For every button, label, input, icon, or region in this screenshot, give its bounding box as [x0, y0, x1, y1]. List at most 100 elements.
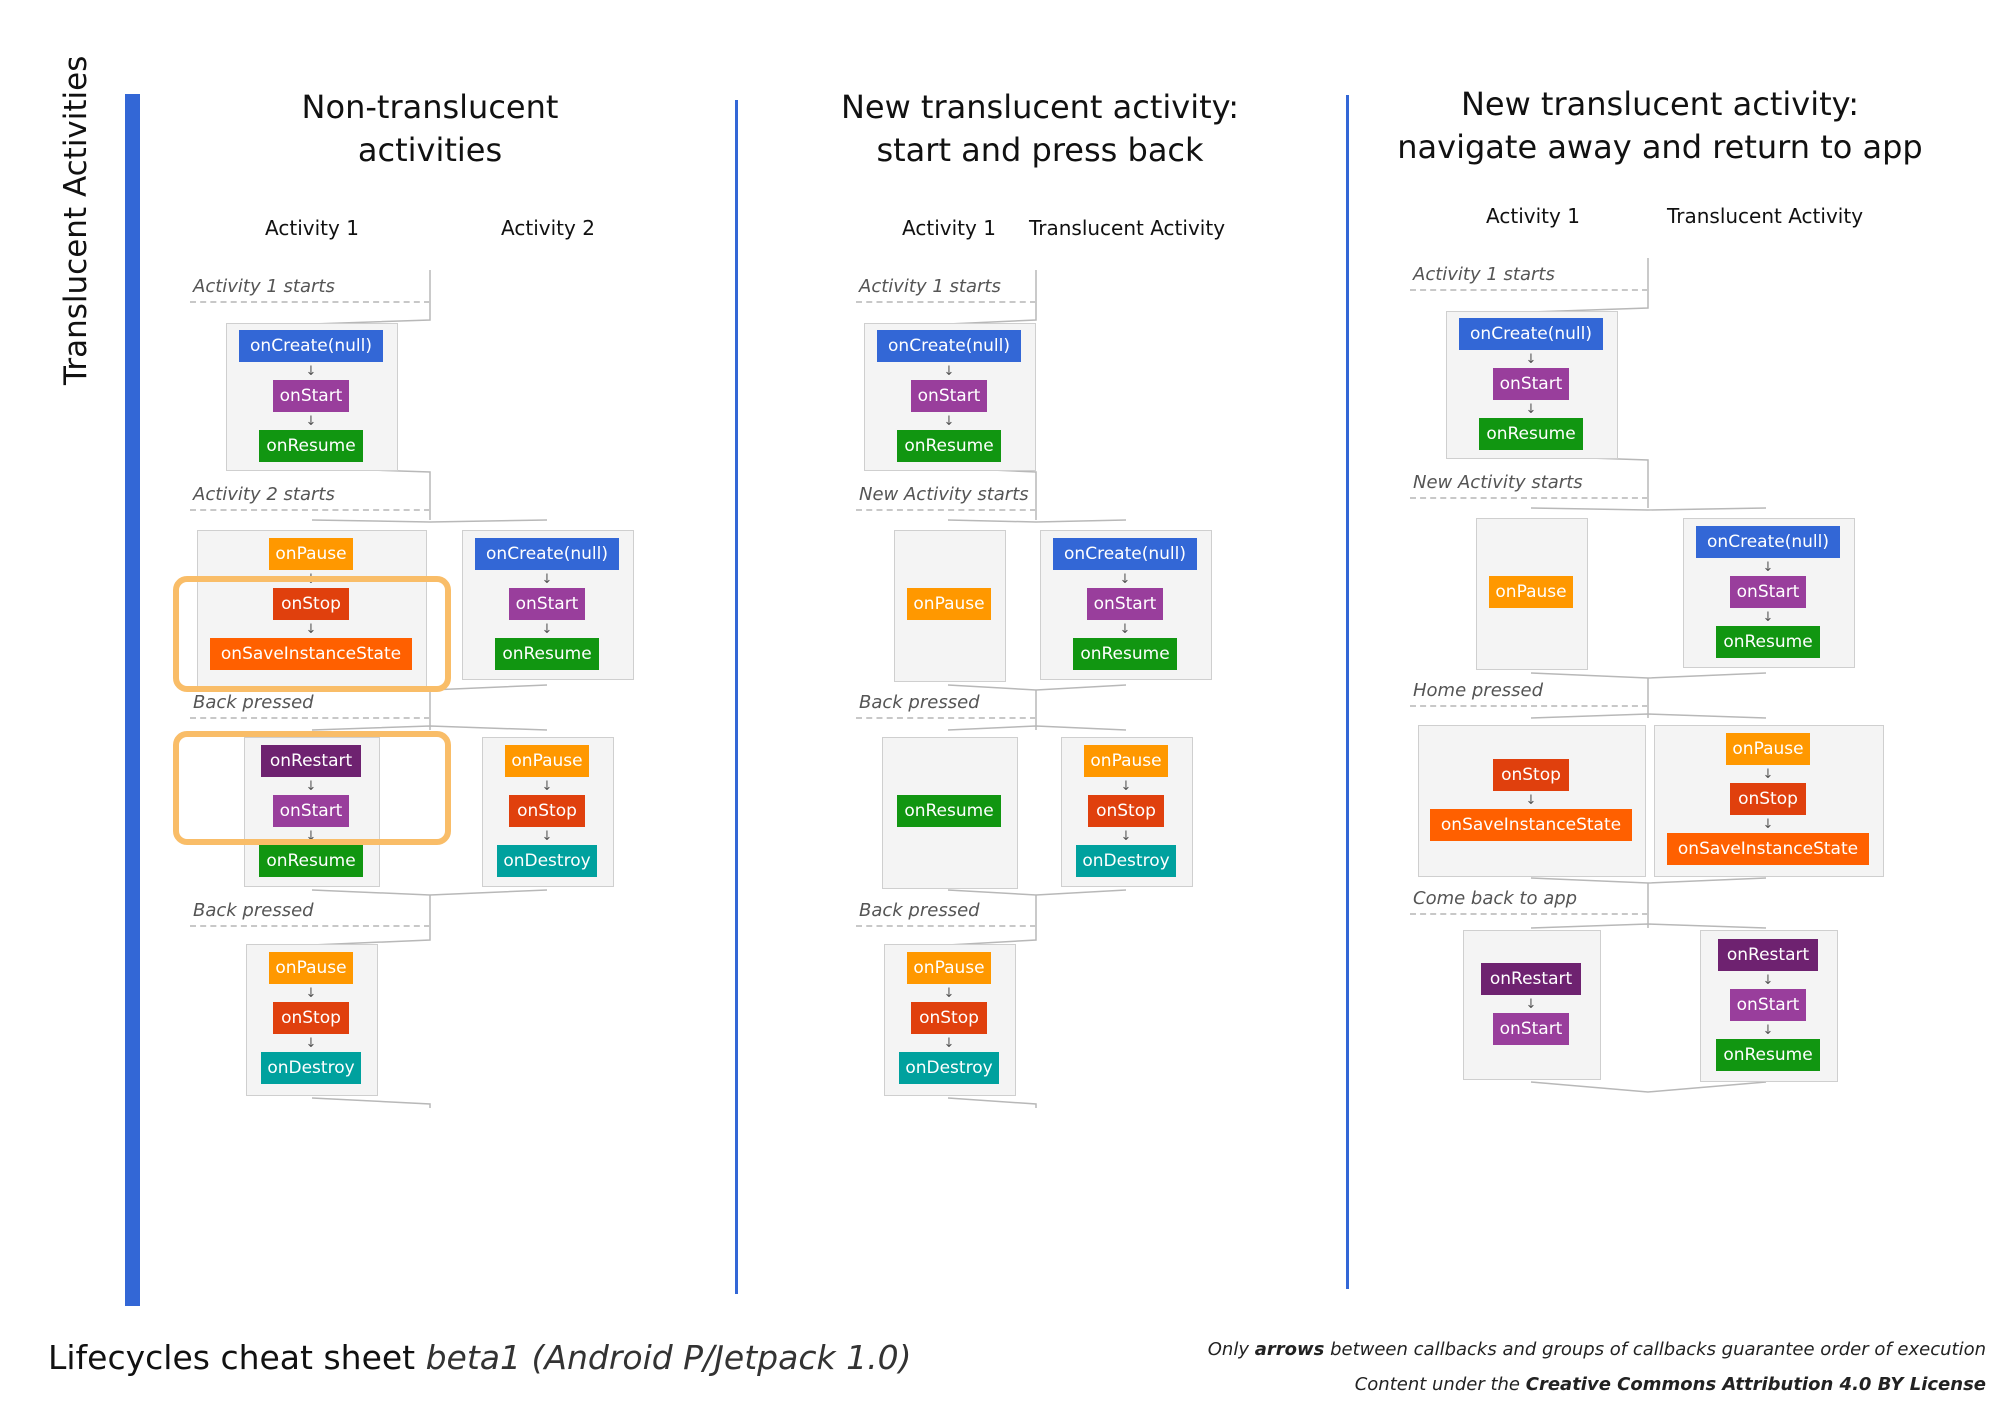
stage-label-s2-3: Back pressed — [859, 692, 980, 713]
callback-onstart: onStart — [1730, 989, 1806, 1021]
callback-onstart: onStart — [509, 588, 585, 620]
down-arrow-icon: ↓ — [541, 572, 553, 587]
callback-onresume: onResume — [1716, 1039, 1820, 1071]
down-arrow-icon: ↓ — [541, 622, 553, 637]
callback-onpause: onPause — [907, 588, 991, 620]
callback-oncreate: onCreate(null) — [1696, 526, 1840, 558]
stage-line — [1410, 705, 1648, 707]
callback-onstop: onStop — [911, 1002, 987, 1034]
footer-note-order: Only arrows between callbacks and groups… — [1208, 1339, 1986, 1360]
col-head-s1-activity2: Activity 2 — [501, 216, 595, 240]
down-arrow-icon: ↓ — [943, 364, 955, 379]
stage-label-s1-1: Activity 1 starts — [193, 276, 335, 297]
stage-line — [1410, 289, 1648, 291]
section-title-1: Non-translucent activities — [230, 86, 630, 172]
section-title-3: New translucent activity: navigate away … — [1380, 83, 1940, 169]
stage-label-s1-4: Back pressed — [193, 900, 314, 921]
highlight-frame — [173, 731, 451, 845]
callback-onstop: onStop — [1730, 783, 1806, 815]
callback-onpause: onPause — [1726, 733, 1810, 765]
callback-oncreate: onCreate(null) — [1459, 318, 1603, 350]
callback-onstart: onStart — [1730, 576, 1806, 608]
down-arrow-icon: ↓ — [943, 1036, 955, 1051]
section-title-3-line1: New translucent activity: — [1460, 85, 1860, 123]
callback-onstart: onStart — [1493, 1013, 1569, 1045]
section-divider-2 — [1346, 95, 1349, 1289]
stage-label-s2-4: Back pressed — [859, 900, 980, 921]
section-title-2-line1: New translucent activity: — [840, 88, 1240, 126]
down-arrow-icon: ↓ — [541, 829, 553, 844]
stage-line — [1410, 497, 1648, 499]
callback-onresume: onResume — [897, 795, 1001, 827]
stage-label-s2-1: Activity 1 starts — [859, 276, 1001, 297]
callback-ondestroy: onDestroy — [261, 1052, 361, 1084]
down-arrow-icon: ↓ — [1525, 352, 1537, 367]
down-arrow-icon: ↓ — [305, 986, 317, 1001]
callback-onstart: onStart — [1087, 588, 1163, 620]
col-head-s2-translucent: Translucent Activity — [1028, 216, 1226, 240]
callback-group — [1418, 725, 1646, 877]
down-arrow-icon: ↓ — [1762, 610, 1774, 625]
section-title-1-line1: Non-translucent — [301, 88, 559, 126]
callback-onstart: onStart — [911, 380, 987, 412]
callback-onstart: onStart — [1493, 368, 1569, 400]
footer-title-main: Lifecycles cheat sheet — [48, 1338, 416, 1377]
footer-title-subtitle: beta1 (Android P/Jetpack 1.0) — [425, 1338, 912, 1377]
callback-onstart: onStart — [273, 795, 349, 827]
section-title-2-line2: start and press back — [876, 131, 1204, 169]
callback-oncreate: onCreate(null) — [475, 538, 619, 570]
down-arrow-icon: ↓ — [305, 829, 317, 844]
stage-line — [1410, 913, 1648, 915]
callback-onstop: onStop — [1493, 759, 1569, 791]
stage-label-s3-1: Activity 1 starts — [1413, 264, 1555, 285]
down-arrow-icon: ↓ — [1762, 767, 1774, 782]
down-arrow-icon: ↓ — [305, 779, 317, 794]
down-arrow-icon: ↓ — [1525, 402, 1537, 417]
callback-onpause: onPause — [269, 952, 353, 984]
down-arrow-icon: ↓ — [1762, 560, 1774, 575]
col-head-s3-activity1: Activity 1 — [1486, 204, 1580, 228]
callback-onresume: onResume — [1716, 626, 1820, 658]
highlight-frame — [173, 576, 451, 692]
down-arrow-icon: ↓ — [1119, 622, 1131, 637]
callback-onresume: onResume — [897, 430, 1001, 462]
down-arrow-icon: ↓ — [1762, 973, 1774, 988]
callback-ondestroy: onDestroy — [1076, 845, 1176, 877]
down-arrow-icon: ↓ — [1525, 793, 1537, 808]
callback-onrestart: onRestart — [1481, 963, 1581, 995]
callback-onsaveinstancestate: onSaveInstanceState — [210, 638, 412, 670]
callback-onrestart: onRestart — [1718, 939, 1818, 971]
down-arrow-icon: ↓ — [1119, 572, 1131, 587]
callback-onpause: onPause — [1489, 576, 1573, 608]
callback-onresume: onResume — [495, 638, 599, 670]
footer-note-order-post: between callbacks and groups of callback… — [1330, 1339, 1986, 1360]
callback-onrestart: onRestart — [261, 745, 361, 777]
callback-onstop: onStop — [509, 795, 585, 827]
callback-onresume: onResume — [1479, 418, 1583, 450]
stage-line — [190, 925, 430, 927]
callback-onresume: onResume — [259, 430, 363, 462]
stage-line — [190, 717, 430, 719]
stage-label-s1-3: Back pressed — [193, 692, 314, 713]
callback-ondestroy: onDestroy — [497, 845, 597, 877]
footer-title: Lifecycles cheat sheet beta1 (Android P/… — [48, 1338, 911, 1377]
callback-onsaveinstancestate: onSaveInstanceState — [1430, 809, 1632, 841]
footer-note-license-pre: Content under the — [1354, 1374, 1521, 1395]
down-arrow-icon: ↓ — [305, 1036, 317, 1051]
callback-onpause: onPause — [1084, 745, 1168, 777]
footer-note-license-bold: Creative Commons Attribution 4.0 BY Lice… — [1525, 1374, 1986, 1395]
callback-onstart: onStart — [273, 380, 349, 412]
callback-onstop: onStop — [273, 1002, 349, 1034]
callback-onstop: onStop — [273, 588, 349, 620]
callback-onresume: onResume — [1073, 638, 1177, 670]
footer-note-order-pre: Only — [1207, 1339, 1249, 1360]
callback-oncreate: onCreate(null) — [1053, 538, 1197, 570]
stage-label-s1-2: Activity 2 starts — [193, 484, 335, 505]
stage-line — [856, 717, 1036, 719]
callback-group — [1463, 930, 1601, 1080]
callback-onresume: onResume — [259, 845, 363, 877]
stage-label-s2-2: New Activity starts — [859, 484, 1029, 505]
stage-line — [856, 301, 1036, 303]
stage-line — [856, 925, 1036, 927]
